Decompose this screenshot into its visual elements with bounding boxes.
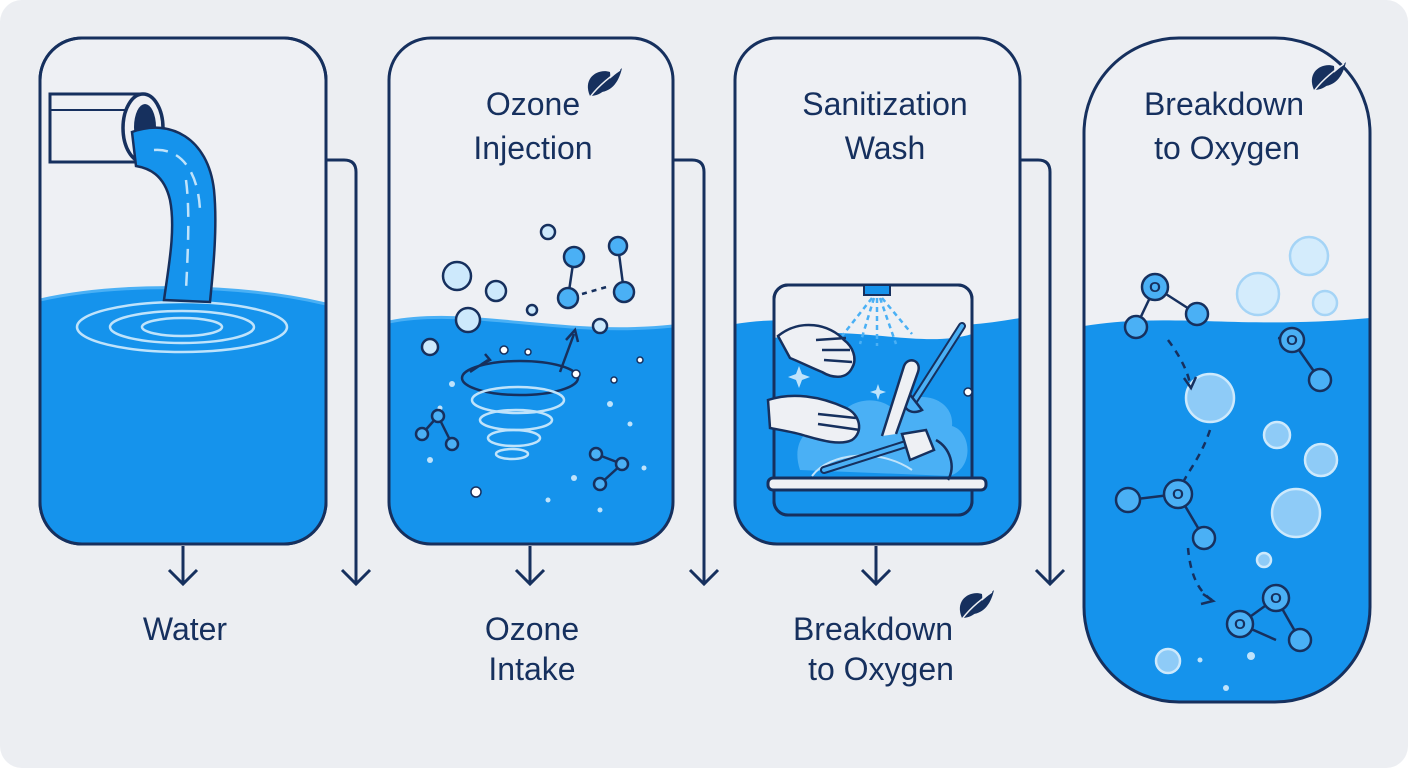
washing-hands-icon: [766, 323, 861, 444]
panel-caption-line-1: Ozone: [485, 611, 579, 647]
spray-nozzle-icon: [841, 284, 913, 346]
panel-title-line-2: Wash: [845, 130, 926, 166]
ozone-molecule-icon: [1114, 272, 1333, 653]
flow-connectors: [326, 158, 1052, 582]
atom-label: O: [1270, 590, 1282, 607]
panel-title-line-2: Injection: [473, 130, 592, 166]
atom-label: O: [1172, 486, 1184, 503]
leaf-icon: [959, 590, 994, 623]
panel-title-line-1: Ozone: [486, 86, 580, 122]
panel-caption: Water: [143, 611, 228, 647]
atom-label: O: [1286, 332, 1298, 349]
water-stream: [130, 126, 217, 304]
panel-breakdown-to-oxygen: O O O O O: [1082, 36, 1372, 704]
panel-caption-line-2: to Oxygen: [808, 651, 954, 687]
panel-caption-line-1: Breakdown: [793, 611, 953, 647]
panel-title-line-2: to Oxygen: [1154, 130, 1300, 166]
panel-title-line-1: Breakdown: [1144, 86, 1304, 122]
panel-caption-line-2: Intake: [488, 651, 575, 687]
molecule-labels: O O O O O: [1149, 279, 1298, 633]
panel-sanitization-wash: [733, 36, 1022, 546]
utensils-icon: [820, 322, 966, 481]
panel-water: [38, 36, 328, 546]
panel-title-line-1: Sanitization: [802, 86, 967, 122]
leaf-icon: [1311, 62, 1346, 95]
atom-label: O: [1234, 616, 1246, 633]
ozone-molecule-icon: [414, 235, 636, 492]
leaf-icon: [587, 68, 622, 101]
down-arrow-icon: [167, 546, 1066, 587]
atom-label: O: [1149, 279, 1161, 296]
panel-ozone-injection: [387, 36, 675, 546]
